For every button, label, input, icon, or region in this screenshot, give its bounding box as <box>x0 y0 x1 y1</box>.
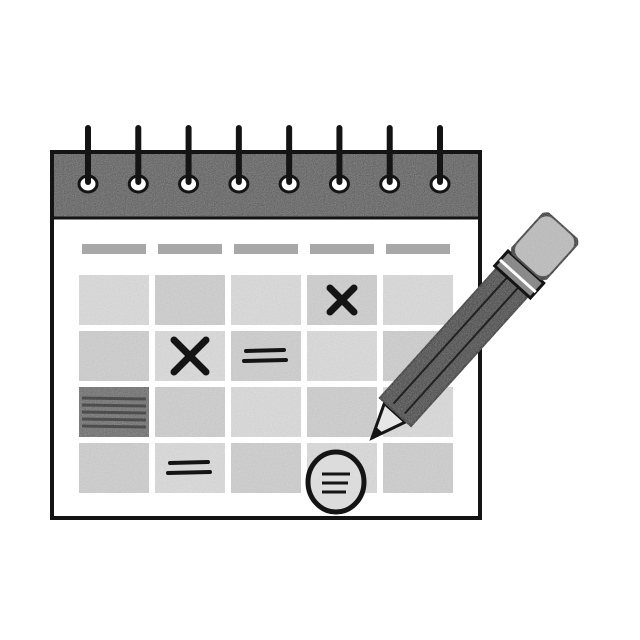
weekday-label-bar <box>234 244 298 254</box>
calendar-header <box>54 154 478 218</box>
note-lines-icon <box>242 348 288 363</box>
spiral-ring-icon <box>379 125 401 194</box>
pencil-icon <box>369 212 579 441</box>
spiral-ring-icon <box>127 125 149 194</box>
day-cell <box>231 331 301 381</box>
scribble-fill <box>81 396 147 429</box>
spiral-binding <box>77 125 451 194</box>
day-cell <box>79 331 149 381</box>
weekday-label-bar <box>158 244 222 254</box>
day-cell <box>231 275 301 325</box>
spiral-ring-icon <box>228 125 250 194</box>
cross-mark-icon <box>326 284 358 316</box>
day-cell <box>155 443 225 493</box>
weekday-label-bar <box>82 244 146 254</box>
day-cell <box>155 387 225 437</box>
day-cell <box>231 387 301 437</box>
day-cell <box>307 331 377 381</box>
weekday-label-bar <box>310 244 374 254</box>
spiral-ring-icon <box>178 125 200 194</box>
spiral-ring-icon <box>77 125 99 194</box>
calendar-marks <box>81 284 367 515</box>
day-cell <box>383 275 453 325</box>
calendar-page <box>50 150 482 520</box>
day-cell <box>307 387 377 437</box>
spiral-ring-icon <box>429 125 451 194</box>
day-cell <box>231 443 301 493</box>
day-cell <box>383 443 453 493</box>
cross-mark-icon <box>170 336 210 376</box>
note-lines-icon <box>166 460 212 475</box>
circle-mark-icon <box>305 449 367 515</box>
weekday-label-bar <box>386 244 450 254</box>
day-cell <box>155 275 225 325</box>
day-cell <box>79 275 149 325</box>
weekday-header-row <box>82 244 450 254</box>
day-cell <box>79 443 149 493</box>
spiral-ring-icon <box>278 125 300 194</box>
spiral-ring-icon <box>328 125 350 194</box>
